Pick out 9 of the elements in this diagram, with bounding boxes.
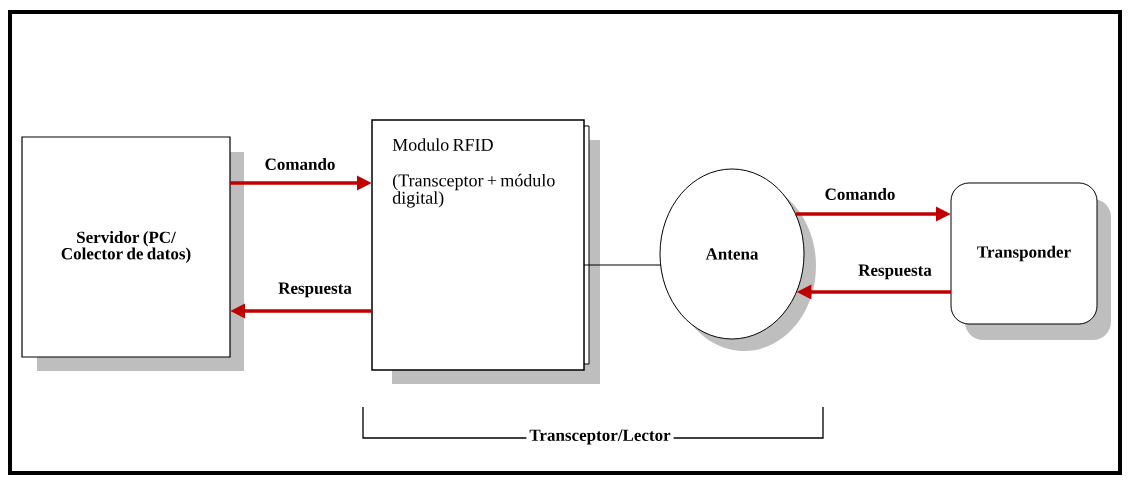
edge-label: Comando [823, 187, 897, 201]
bracket-label: Transceptor/Lector [526, 426, 674, 448]
edge-label: Respuesta [857, 263, 933, 281]
edge-label: Comando [263, 157, 337, 171]
edge-label: Respuesta [277, 281, 353, 299]
module-box: Modulo RFID (Transceptor + módulo digital) [371, 119, 600, 384]
server-box: Servidor (PC/ Colector de datos) [21, 136, 244, 371]
transponder-box: Transponder [950, 182, 1111, 340]
connector-line [583, 264, 662, 266]
